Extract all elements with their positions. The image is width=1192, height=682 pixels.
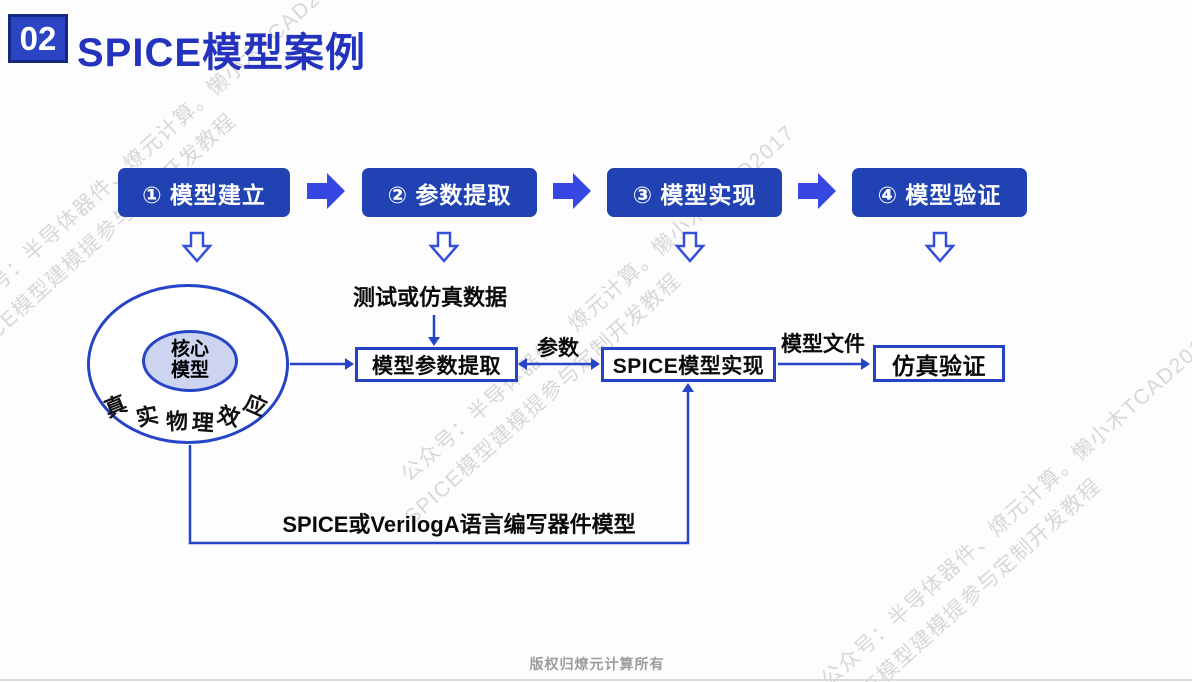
- flow-step-model-build: ① 模型建立: [118, 168, 290, 217]
- arrowhead-icon: [682, 383, 694, 392]
- model-file-label: 模型文件: [781, 333, 865, 356]
- section-number-badge: 02: [8, 14, 68, 63]
- arrowhead-icon: [861, 358, 870, 370]
- feedback-loop-label: SPICE或VerilogA语言编写器件模型: [282, 512, 636, 537]
- core-model-ellipse: 核心 模型: [142, 330, 238, 392]
- arrowhead-icon: [345, 358, 354, 370]
- right-arrow-icon: [798, 173, 836, 209]
- effect-char: 物: [165, 408, 189, 435]
- flow-step-model-verify: ④ 模型验证: [852, 168, 1027, 217]
- flow-step-param-extract: ② 参数提取: [362, 168, 537, 217]
- arrowhead-icon: [591, 358, 600, 370]
- down-arrow-icon: [428, 231, 460, 263]
- down-arrow-icon: [924, 231, 956, 263]
- model-param-extract-box: 模型参数提取: [355, 347, 518, 382]
- effect-char: 理: [191, 409, 215, 436]
- sim-verify-box: 仿真验证: [873, 345, 1005, 382]
- down-arrow-icon: [674, 231, 706, 263]
- connector-feedback-loop: [188, 392, 690, 545]
- down-arrow-icon: [181, 231, 213, 263]
- right-arrow-icon: [553, 173, 591, 209]
- right-arrow-icon: [307, 173, 345, 209]
- param-arrow-label: 参数: [537, 337, 579, 360]
- bottom-divider: [0, 679, 1192, 681]
- test-or-sim-data-label: 测试或仿真数据: [352, 285, 508, 310]
- copyright-text: 版权归燎元计算所有: [529, 656, 665, 672]
- spice-model-implement-box: SPICE模型实现: [601, 347, 776, 382]
- arrowhead-icon: [428, 337, 440, 346]
- arrowhead-icon: [518, 358, 527, 370]
- page-title: SPICE模型案例: [77, 31, 367, 75]
- flow-step-model-implement: ③ 模型实现: [607, 168, 782, 217]
